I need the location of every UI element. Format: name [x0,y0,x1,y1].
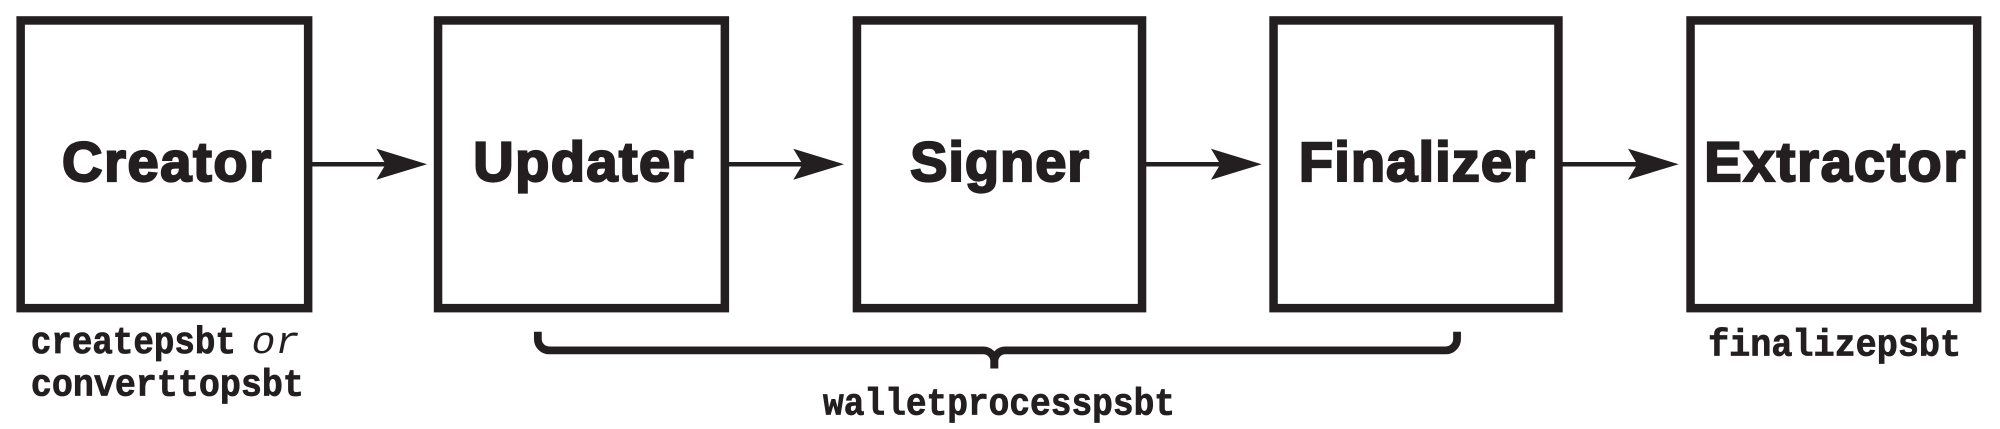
svg-text:Creator: Creator [62,130,271,193]
svg-text:createpsbt: createpsbt [31,322,236,365]
svg-text:Signer: Signer [910,130,1089,193]
svg-text:Finalizer: Finalizer [1299,130,1535,193]
svg-text:Updater: Updater [473,130,693,193]
svg-text:finalizepsbt: finalizepsbt [1708,325,1961,368]
svg-text:or: or [252,322,300,365]
svg-text:walletprocesspsbt: walletprocesspsbt [823,384,1175,427]
svg-text:converttopsbt: converttopsbt [31,365,304,408]
svg-text:Extractor: Extractor [1704,130,1965,193]
